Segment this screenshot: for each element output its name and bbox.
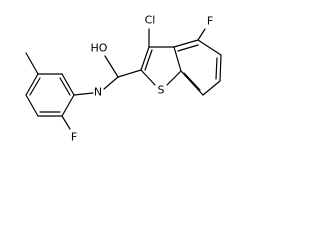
bond	[61, 94, 75, 117]
bond	[117, 69, 142, 78]
bond	[173, 39, 199, 48]
double-bond	[59, 77, 71, 96]
bond	[140, 46, 150, 71]
bond	[197, 39, 222, 56]
bond	[61, 73, 75, 96]
amide-bond	[103, 76, 119, 90]
fluorine-label: F	[207, 15, 213, 28]
phenyl-ring	[25, 73, 75, 117]
fluorine-bond	[61, 115, 71, 130]
molecule-drawing: HO N Cl F S F	[25, 14, 222, 144]
carbon-oxygen-bond	[104, 55, 119, 78]
chlorine-label: Cl	[145, 14, 156, 27]
sulfur-label: S	[158, 84, 165, 97]
double-bond	[29, 77, 41, 96]
bond	[202, 80, 221, 96]
methyl-bond	[25, 52, 39, 75]
structure-diagram: HO N Cl F S F	[0, 0, 246, 151]
fluorine-label: F	[71, 131, 77, 144]
double-bond	[144, 49, 153, 71]
double-bond	[177, 44, 199, 52]
bond	[140, 69, 156, 86]
bond	[25, 94, 39, 117]
bond	[166, 70, 182, 86]
double-bond	[215, 57, 218, 80]
bond	[219, 54, 222, 82]
carbon-nitrogen-bond	[73, 92, 94, 96]
fluorine-bond	[197, 28, 206, 41]
benzo-ring	[173, 39, 222, 96]
bond	[173, 46, 182, 72]
thiophene-ring	[140, 46, 182, 86]
bond	[25, 73, 39, 96]
hydroxyl-label: HO	[91, 42, 108, 55]
nitrogen-label: N	[94, 86, 102, 99]
bond	[180, 70, 204, 96]
double-bond	[183, 72, 201, 91]
